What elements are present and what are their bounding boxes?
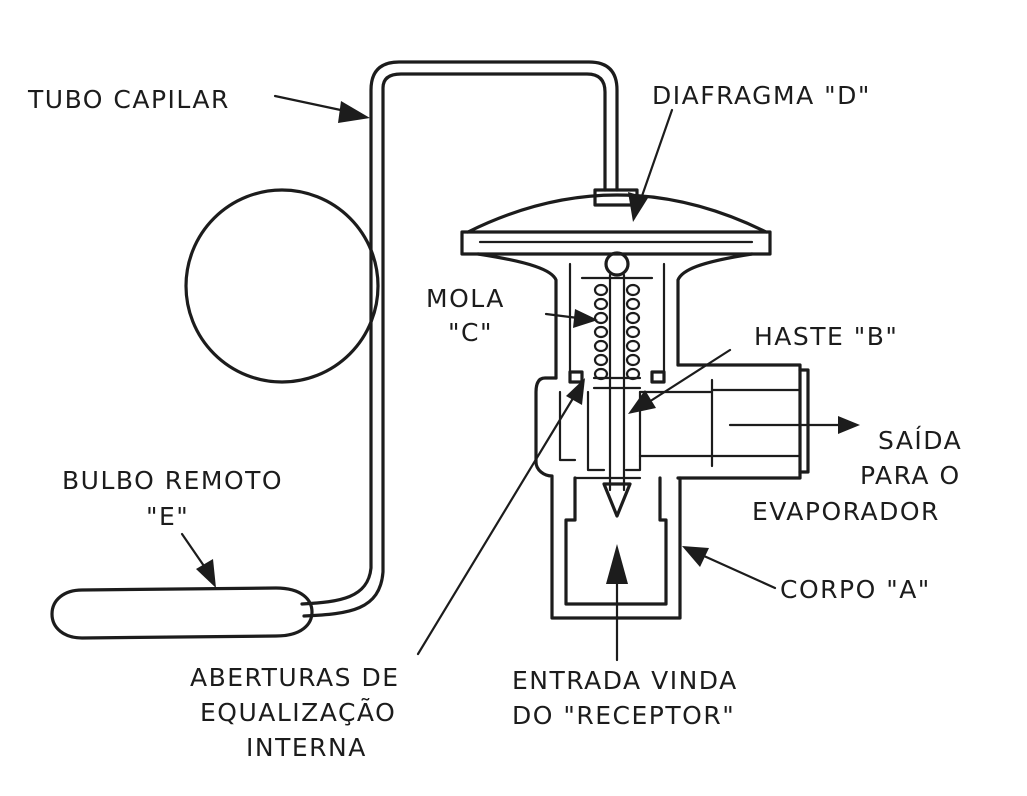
- capillary-tube: [300, 60, 619, 618]
- label-mola-c: "C": [448, 318, 493, 347]
- label-bulbo-e: "E": [146, 502, 189, 531]
- label-receptor: DO "RECEPTOR": [512, 701, 735, 730]
- capillary-coil: [184, 188, 380, 384]
- leader-saida: [728, 416, 860, 434]
- label-para-o: PARA O: [860, 461, 961, 490]
- label-tubo-capilar: TUBO CAPILAR: [27, 85, 230, 114]
- leader-diafragma: [628, 108, 674, 222]
- leader-mola: [544, 309, 598, 328]
- label-evaporador: EVAPORADOR: [752, 497, 940, 526]
- leader-entrada: [606, 544, 628, 662]
- remote-bulb: [50, 586, 314, 640]
- spring: [580, 276, 654, 381]
- leader-aberturas: [416, 378, 585, 656]
- label-equalizacao: EQUALIZAÇÃO: [200, 697, 396, 727]
- label-diafragma: DIAFRAGMA "D": [652, 81, 871, 110]
- label-interna: INTERNA: [246, 733, 367, 762]
- leader-tubo-capilar: [273, 94, 370, 123]
- label-corpo: CORPO "A": [780, 575, 931, 604]
- leader-haste: [628, 348, 732, 414]
- label-saida: SAÍDA: [878, 426, 962, 455]
- valve-body: [460, 188, 810, 620]
- label-haste: HASTE "B": [754, 322, 898, 351]
- label-aberturas: ABERTURAS DE: [190, 663, 400, 692]
- valve-stem: [592, 251, 642, 518]
- label-mola: MOLA: [426, 284, 505, 313]
- label-entrada: ENTRADA VINDA: [512, 666, 738, 695]
- leader-corpo: [682, 546, 777, 590]
- label-bulbo-remoto: BULBO REMOTO: [62, 466, 283, 495]
- leader-bulbo: [180, 532, 216, 588]
